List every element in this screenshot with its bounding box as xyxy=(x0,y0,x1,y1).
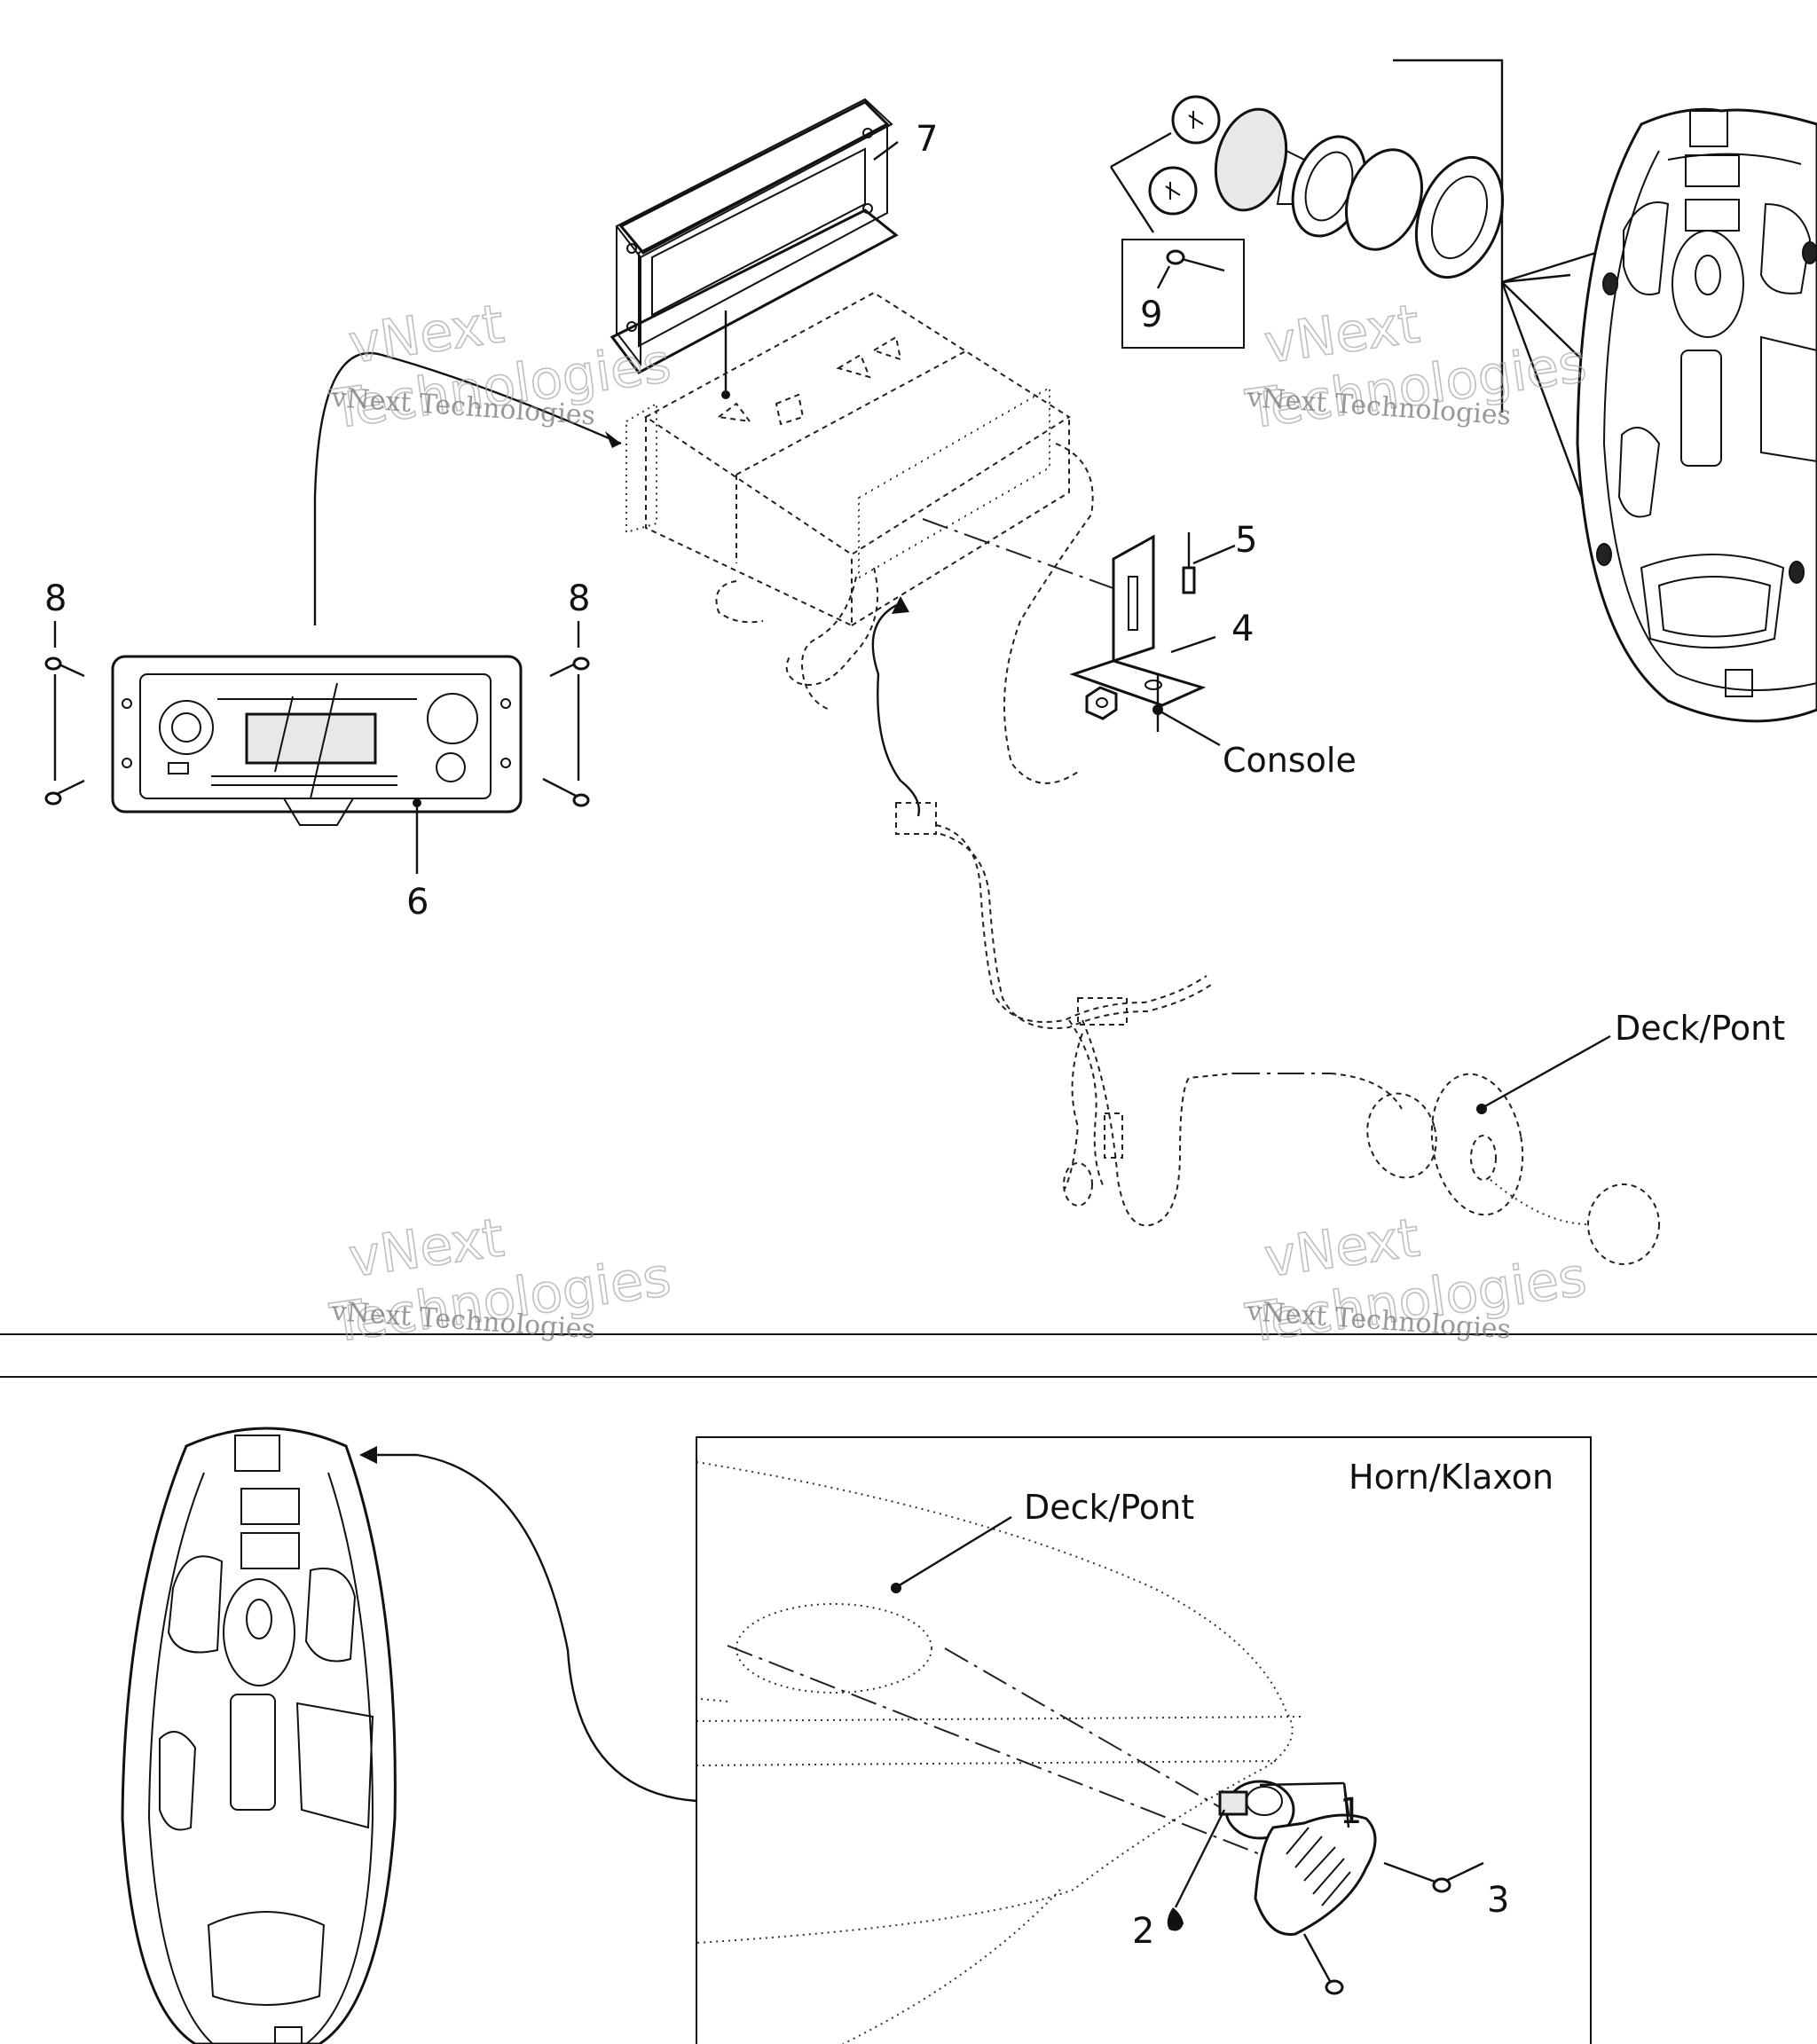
watermark-3: vNext Technologies vNext Technologies xyxy=(326,1206,675,1356)
callout-4: 4 xyxy=(1231,609,1254,649)
callout-5-leader xyxy=(1192,544,1236,565)
callout-9-leader xyxy=(1156,265,1171,289)
deck-top-view-upper xyxy=(1576,107,1817,723)
horn-deck-outline xyxy=(696,1461,1305,2044)
screws-8-left xyxy=(44,621,85,806)
speaker-assembly xyxy=(1148,95,1505,279)
horn-locator-arrow xyxy=(364,1453,697,1803)
deck-label-upper: Deck/Pont xyxy=(1615,1009,1785,1048)
screw-9 xyxy=(1166,249,1225,272)
horn-axis-line-a xyxy=(727,1645,1261,1855)
console-label: Console xyxy=(1223,741,1357,780)
mounting-bracket xyxy=(1069,534,1207,707)
horn-locator-arrowhead xyxy=(359,1446,377,1464)
callout-8-left: 8 xyxy=(44,578,67,619)
deck-upper-leader xyxy=(1483,1034,1611,1109)
screw-horn-bottom xyxy=(1302,1933,1344,1995)
nut xyxy=(1085,686,1118,720)
callout-1-leader-a xyxy=(1259,1781,1345,1787)
horn xyxy=(1218,1780,1377,1936)
radio-faceplate xyxy=(111,655,523,826)
horn-axis-line-b xyxy=(944,1647,1225,1811)
speaker-locator-line-b xyxy=(1501,247,1611,284)
deck-lower-leader xyxy=(897,1515,1012,1588)
callout-3: 3 xyxy=(1487,1880,1509,1921)
callout-2: 2 xyxy=(1132,1911,1154,1952)
horn-detail-box xyxy=(696,1436,1592,2044)
callout-7: 7 xyxy=(916,119,938,160)
speaker-bracket-lower xyxy=(1109,166,1155,233)
deck-label-lower: Deck/Pont xyxy=(1024,1488,1194,1527)
speaker-locator-line-a xyxy=(1501,273,1571,284)
radio-chassis xyxy=(625,291,1071,627)
callout-2-leader xyxy=(1174,1809,1226,1908)
watermark-2: vNext Technologies vNext Technologies xyxy=(1241,292,1591,442)
harness-branch-c xyxy=(715,580,764,624)
callout-6: 6 xyxy=(406,882,429,923)
horn-title: Horn/Klaxon xyxy=(1349,1458,1553,1497)
callout-1: 1 xyxy=(1340,1791,1362,1832)
harness-arrow-line xyxy=(871,601,920,817)
screw-5 xyxy=(1182,532,1196,594)
grease-drop-icon xyxy=(1167,1907,1184,1931)
wiring-harness xyxy=(895,802,1403,1227)
harness-arrowhead xyxy=(892,596,909,614)
frame-leader-dot xyxy=(721,390,730,399)
callout-5: 5 xyxy=(1235,520,1257,561)
faceplate-arrowhead xyxy=(605,431,621,448)
callout-4-leader xyxy=(1170,635,1216,654)
harness-antenna xyxy=(1003,443,1094,784)
console-leader xyxy=(1160,710,1221,747)
callout-9: 9 xyxy=(1140,295,1162,335)
callout-8-right: 8 xyxy=(568,578,590,619)
callout-3-leader xyxy=(1445,1861,1484,1883)
bracket-alignment-line xyxy=(922,518,1119,591)
watermark-1: vNext Technologies vNext Technologies xyxy=(326,292,675,442)
speaker-bracket-upper xyxy=(1110,131,1172,169)
screws-8-right xyxy=(542,621,590,807)
mounting-frame xyxy=(610,98,899,374)
speaker-locator-bracket xyxy=(1393,59,1504,413)
callout-1-leader-c xyxy=(1342,1782,1350,1828)
deck-top-view-lower xyxy=(121,1427,397,2044)
callout-7-leader xyxy=(873,141,899,161)
screw-9-box xyxy=(1121,239,1245,349)
screw-3 xyxy=(1383,1861,1451,1893)
watermark-4: vNext Technologies vNext Technologies xyxy=(1241,1206,1591,1356)
harness-branch-a xyxy=(785,567,879,686)
deck-grommet xyxy=(1366,1073,1660,1265)
faceplate-arrow-path xyxy=(313,351,622,625)
harness-branch-b xyxy=(801,576,857,711)
